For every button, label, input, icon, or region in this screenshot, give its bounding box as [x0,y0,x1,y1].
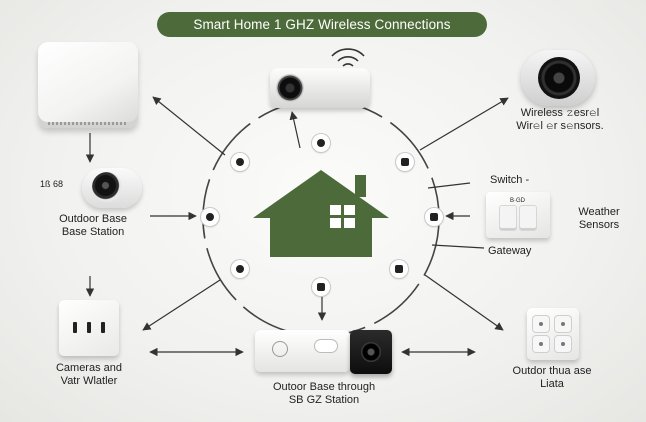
node-dot-icon [396,153,414,171]
doorbell-label: Outoor Base through SB GZ Station [272,381,376,406]
wifi-icon [331,48,365,67]
node-dot-icon [201,208,219,226]
node-dot-icon [312,278,330,296]
node-dot-icon [231,260,249,278]
switch-label: Switch - [490,174,530,186]
outdoor-bottom-label: Outdor thua ase Liata [512,365,592,390]
arrow-switch [427,182,471,189]
light-switch-icon: B·GD [486,192,550,238]
outlet-icon [59,300,119,356]
arrow-cameras [142,279,221,331]
arrow-wireless-sensors [419,97,509,151]
smart-hub-icon [38,42,138,128]
arrow-hub [152,96,226,156]
cameras-label: Cameras and Vatr Wlatler [55,362,123,387]
panel-mini-label: B·GD [510,198,525,204]
diagram-title: Smart Home 1 GHZ Wireless Connections [157,12,487,37]
camera-icon [270,68,370,108]
device-tag: 1ß 68 [40,179,64,189]
house-icon [253,170,389,257]
weather-sensors-label: Weather Sensors [578,206,620,231]
node-dot-icon [425,208,443,226]
light-switch-icon [527,308,579,360]
node-dot-icon [231,153,249,171]
camera-icon [82,168,142,208]
outdoor-base-label: Outdoor Base Base Station [59,213,127,238]
gateway-label: Gateway [488,245,532,257]
arrow-projector [289,111,301,149]
wireless-sensors-label: Wireless 𝚣esr𝚎l Wir𝚎l 𝚎r s𝚎nsors. [516,107,604,132]
node-dot-icon [312,134,330,152]
arrow-small-switch [424,274,504,331]
camera-icon [350,330,392,374]
node-dot-icon [390,260,408,278]
arrow-gateway [431,244,485,249]
doorbell-icon [255,330,350,372]
camera-icon [521,50,595,106]
